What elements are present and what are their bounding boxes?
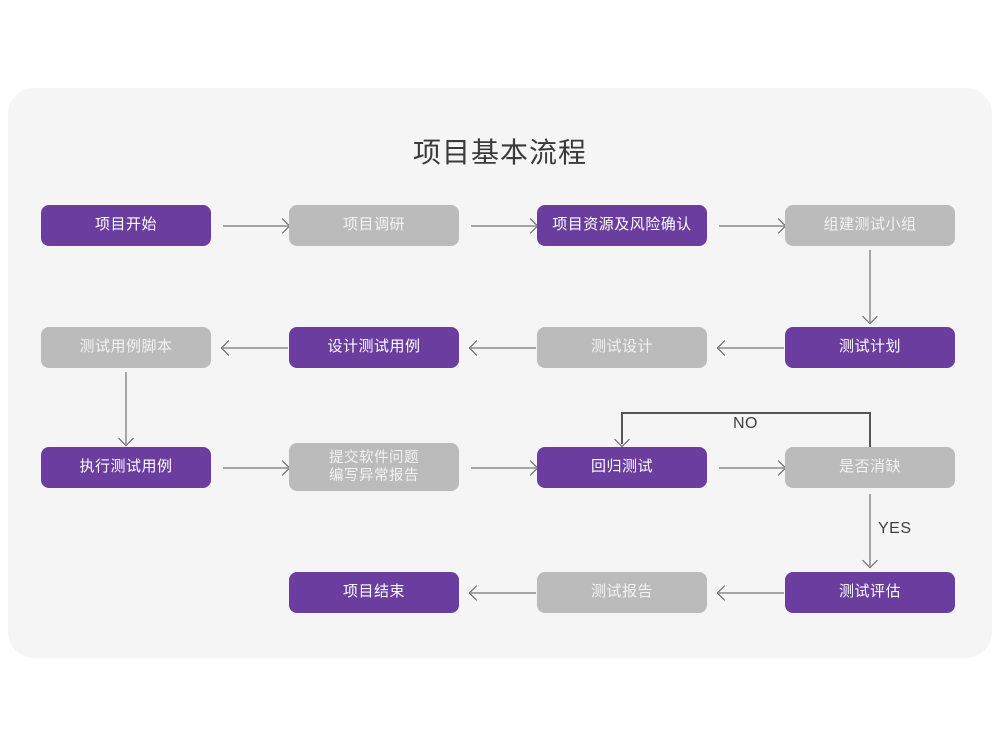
arrow-left-n6-n5 — [220, 327, 288, 368]
flowchart-card: 项目基本流程 项目开始 项目调研 项目资源及风险确认 组建测试小组 测试用例脚本… — [8, 88, 992, 658]
flow-node-regression-test[interactable]: 回归测试 — [537, 447, 707, 488]
arrow-right-n2-n3 — [471, 205, 539, 246]
flow-node-defect-resolved[interactable]: 是否消缺 — [785, 447, 955, 488]
flow-node-build-test-team[interactable]: 组建测试小组 — [785, 205, 955, 246]
arrow-right-n1-n2 — [223, 205, 291, 246]
flow-node-test-plan[interactable]: 测试计划 — [785, 327, 955, 368]
flow-node-test-report[interactable]: 测试报告 — [537, 572, 707, 613]
arrow-down-n4-n8 — [845, 250, 895, 325]
flow-node-test-evaluation[interactable]: 测试评估 — [785, 572, 955, 613]
page-title: 项目基本流程 — [412, 137, 587, 168]
arrow-down-n5-n9 — [101, 372, 151, 447]
arrow-right-n10-n11 — [471, 447, 539, 488]
edge-label-no: NO — [733, 415, 758, 432]
edge-label-yes: YES — [878, 520, 912, 537]
arrow-right-n11-n12 — [719, 447, 787, 488]
flow-node-test-design[interactable]: 测试设计 — [537, 327, 707, 368]
arrow-left-n7-n6 — [468, 327, 536, 368]
flow-node-project-end[interactable]: 项目结束 — [289, 572, 459, 613]
flow-node-project-start[interactable]: 项目开始 — [41, 205, 211, 246]
arrow-left-n14-n13 — [468, 572, 536, 613]
arrow-left-n15-n14 — [716, 572, 784, 613]
flow-node-submit-issue-report[interactable]: 提交软件问题 编写异常报告 — [289, 443, 459, 491]
flow-node-execute-testcase[interactable]: 执行测试用例 — [41, 447, 211, 488]
flow-node-design-testcase[interactable]: 设计测试用例 — [289, 327, 459, 368]
arrow-left-n8-n7 — [716, 327, 784, 368]
flow-node-project-research[interactable]: 项目调研 — [289, 205, 459, 246]
arrow-right-n3-n4 — [719, 205, 787, 246]
arrow-right-n9-n10 — [223, 447, 291, 488]
arrow-down-yes-n12-n15 — [845, 494, 895, 569]
flow-node-resource-risk-confirm[interactable]: 项目资源及风险确认 — [537, 205, 707, 246]
flow-node-testcase-script[interactable]: 测试用例脚本 — [41, 327, 211, 368]
